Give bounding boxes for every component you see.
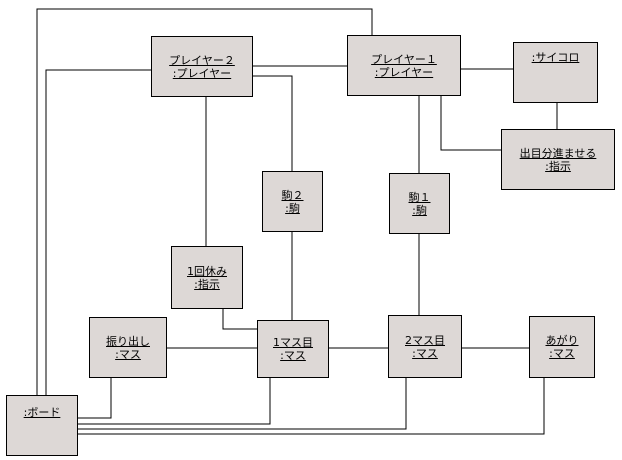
link-board-square2 <box>77 378 407 430</box>
object-player2-name: プレイヤー２ <box>169 53 235 67</box>
object-square1-name: 1マス目 <box>273 336 313 349</box>
object-skip1-type: :指示 <box>194 277 220 291</box>
link-board-square1 <box>77 378 271 425</box>
object-start[interactable]: 振り出し :マス <box>89 317 167 378</box>
object-goal-name: あがり <box>545 334 579 347</box>
object-piece2[interactable]: 駒２ :駒 <box>262 171 323 232</box>
object-advance[interactable]: 出目分進ませる :指示 <box>501 129 615 190</box>
object-start-type: :マス <box>115 347 141 361</box>
object-piece2-name: 駒２ <box>281 188 304 202</box>
object-player2[interactable]: プレイヤー２ :プレイヤー <box>151 36 253 97</box>
object-piece1[interactable]: 駒１ :駒 <box>389 173 450 234</box>
object-player1-type: :プレイヤー <box>374 65 434 79</box>
object-player1[interactable]: プレイヤー１ :プレイヤー <box>347 35 461 96</box>
object-board-type: :ボード <box>23 406 61 419</box>
object-advance-name: 出目分進ませる <box>519 146 597 160</box>
object-skip1-name: 1回休み <box>187 264 227 278</box>
link-player1-board <box>36 8 373 396</box>
object-piece1-name: 駒１ <box>408 190 431 204</box>
object-skip1[interactable]: 1回休み :指示 <box>171 246 243 309</box>
object-start-name: 振り出し <box>106 334 150 348</box>
object-square2[interactable]: 2マス目 :マス <box>388 315 462 378</box>
object-board[interactable]: :ボード <box>6 395 78 456</box>
link-board-start <box>77 377 112 419</box>
link-board-goal <box>77 378 545 435</box>
object-goal[interactable]: あがり :マス <box>529 316 595 378</box>
link-skip1-square1 <box>222 309 258 330</box>
link-player2-board <box>45 69 152 396</box>
object-square1[interactable]: 1マス目 :マス <box>257 320 329 378</box>
object-player1-name: プレイヤー１ <box>371 52 437 66</box>
object-square1-type: :マス <box>280 349 306 362</box>
object-advance-type: :指示 <box>545 159 571 173</box>
object-square2-name: 2マス目 <box>405 333 445 347</box>
object-player2-type: :プレイヤー <box>172 66 232 80</box>
object-goal-type: :マス <box>549 347 575 360</box>
link-player2-square1 <box>252 75 293 321</box>
object-piece1-type: :駒 <box>412 203 427 217</box>
object-piece2-type: :駒 <box>285 201 300 215</box>
object-square2-type: :マス <box>412 346 438 360</box>
link-player1-advance <box>440 95 502 151</box>
object-dice[interactable]: :サイコロ <box>513 42 598 103</box>
object-dice-type: :サイコロ <box>531 51 580 64</box>
